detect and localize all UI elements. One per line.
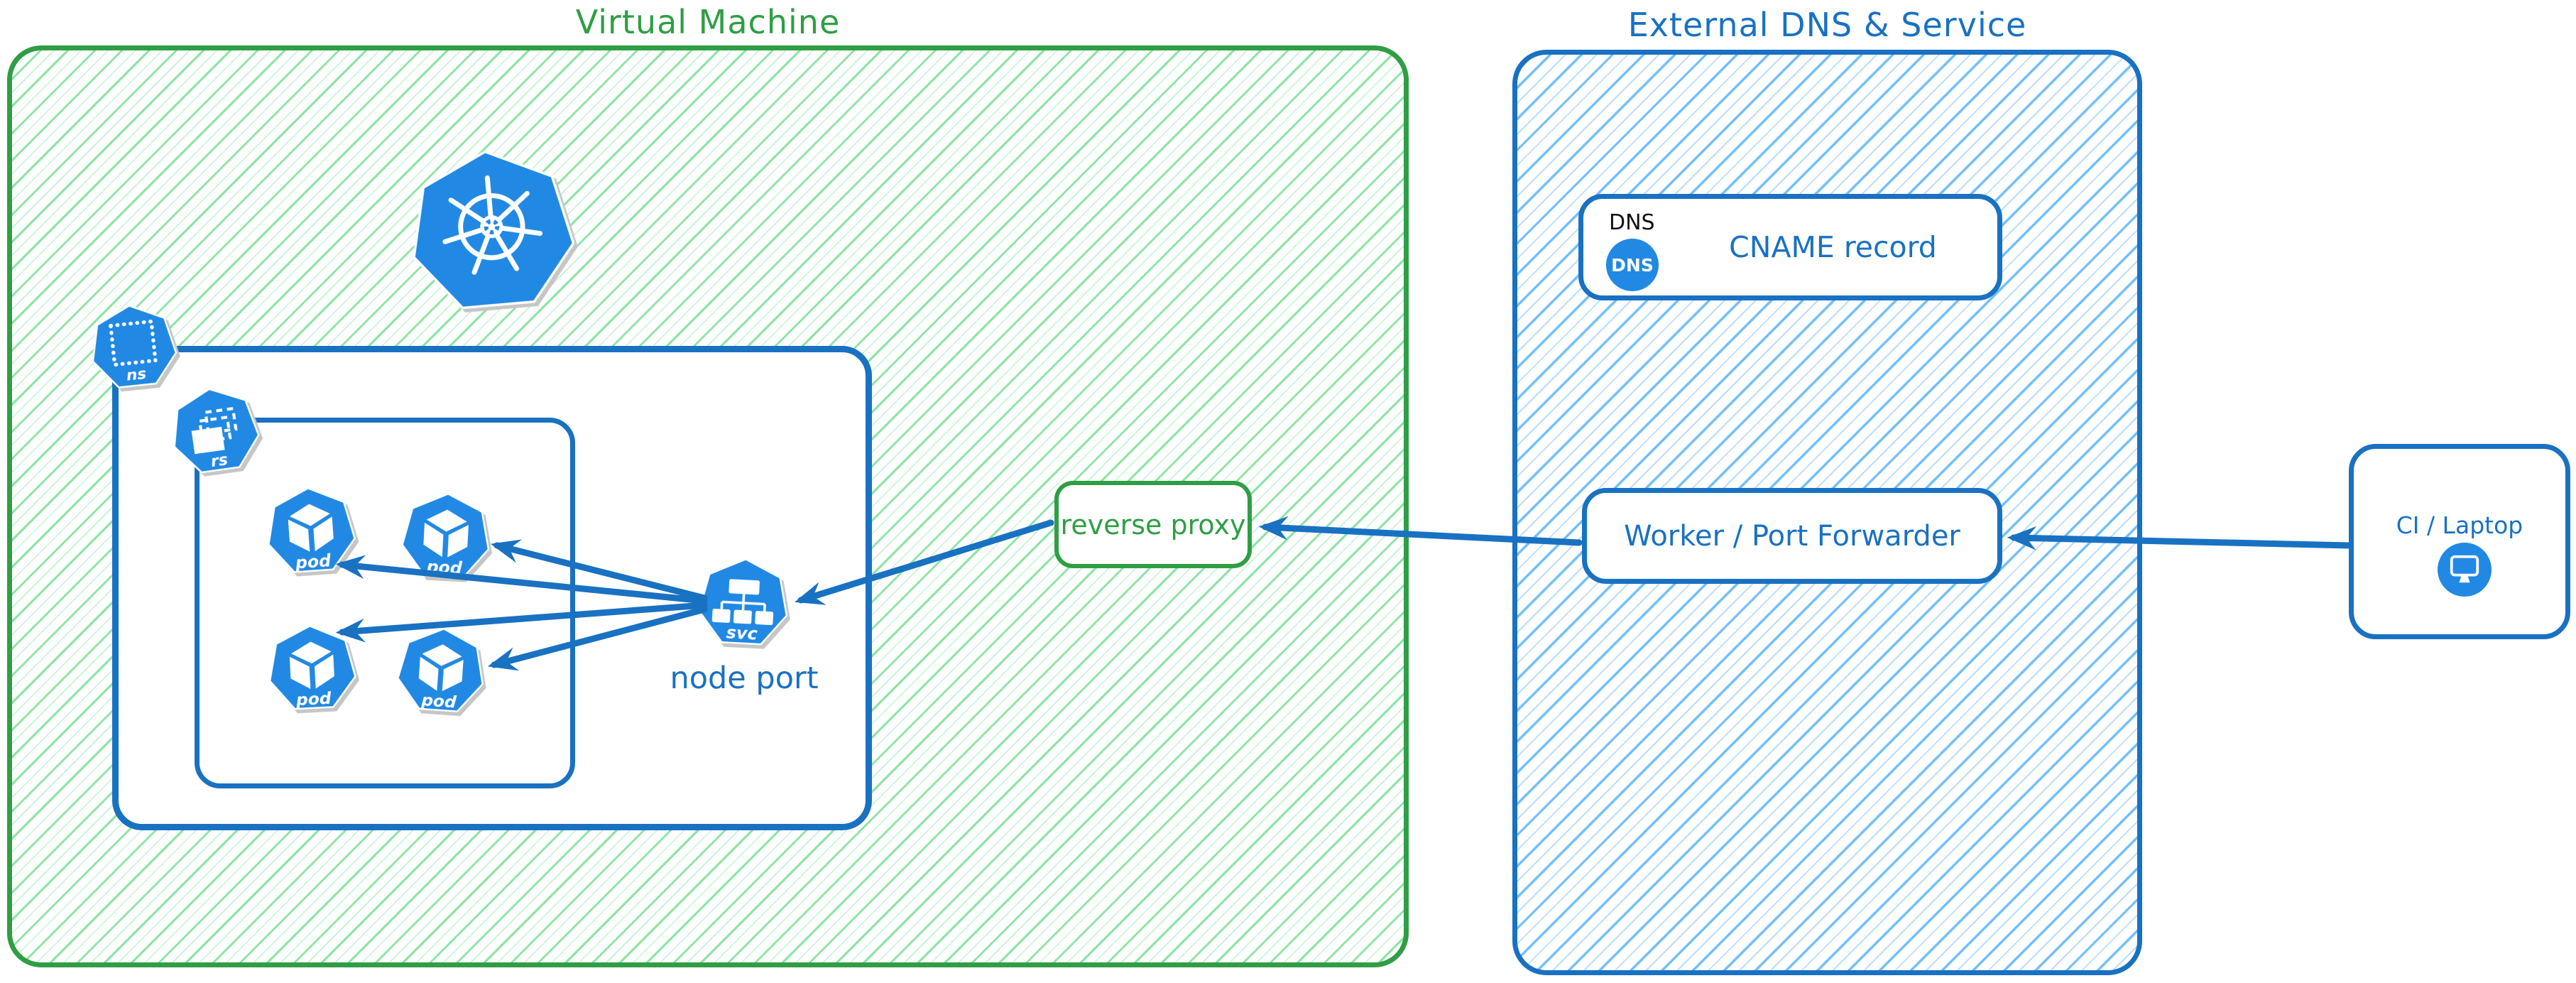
pod-icon-3: pod: [266, 623, 358, 715]
monitor-icon: [2438, 543, 2492, 597]
pod-label: pod: [295, 688, 332, 710]
pod-icon-4: pod: [395, 625, 487, 717]
dns-record-box: DNS DNS CNAME record: [1578, 194, 2002, 300]
kubernetes-logo-icon: [403, 141, 581, 322]
service-icon: svc: [697, 556, 790, 650]
ci-laptop-label: CI / Laptop: [2396, 511, 2523, 539]
dns-icon-label: DNS: [1611, 254, 1654, 276]
pod-icon-1: pod: [264, 484, 358, 578]
worker-port-forwarder-label: Worker / Port Forwarder: [1624, 519, 1960, 553]
cname-record-label: CNAME record: [1729, 230, 1937, 264]
namespace-icon: ns: [87, 300, 180, 395]
virtual-machine-title: Virtual Machine: [575, 3, 841, 41]
pod-label: pod: [425, 556, 463, 578]
pod-label: pod: [420, 690, 457, 712]
worker-port-forwarder-box: Worker / Port Forwarder: [1582, 488, 2002, 584]
dns-tag-label: DNS: [1609, 210, 1655, 235]
node-port-label: node port: [670, 661, 819, 696]
reverse-proxy-box: reverse proxy: [1054, 481, 1252, 568]
pod-label: pod: [294, 550, 332, 573]
replicaset-label: rs: [209, 451, 229, 471]
replicaset-icon: rs: [166, 382, 264, 480]
pod-icon-2: pod: [400, 491, 492, 583]
replicaset-box: [195, 418, 575, 788]
namespace-label: ns: [126, 365, 148, 385]
reverse-proxy-label: reverse proxy: [1060, 509, 1246, 541]
dns-icon: DNS: [1606, 239, 1659, 291]
ci-laptop-box: CI / Laptop: [2349, 444, 2570, 639]
external-dns-title: External DNS & Service: [1627, 6, 2027, 44]
service-label: svc: [726, 622, 758, 643]
